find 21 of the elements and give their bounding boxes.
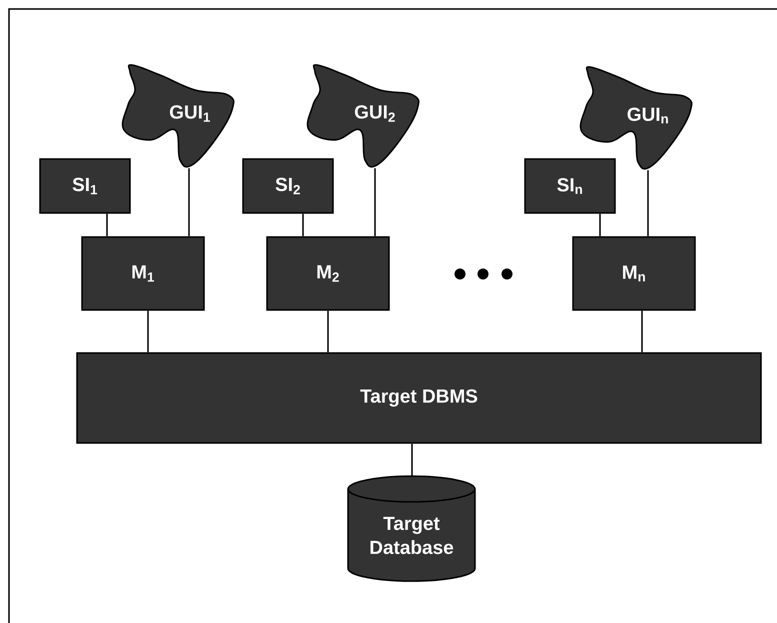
module-box: M$_{1}$ xyxy=(81,236,205,311)
module-box: SI$_{2}$ xyxy=(242,158,334,214)
connector-line xyxy=(647,170,649,236)
module-box: SI$_{n}$ xyxy=(524,158,616,214)
module-box: SI$_{1}$ xyxy=(39,158,131,214)
connector-line xyxy=(106,214,108,236)
connector-line xyxy=(374,168,376,236)
gui-cloud: GUI$_{2}$ xyxy=(306,64,420,168)
connector-line xyxy=(147,310,149,352)
gui-cloud: GUI$_{1}$ xyxy=(122,64,234,168)
connector-line xyxy=(302,214,304,236)
database-cylinder: Target Database xyxy=(347,475,476,582)
connector-line xyxy=(327,310,329,352)
dbms-bar: Target DBMS xyxy=(76,352,762,444)
gui-cloud: GUI$_{n}$ xyxy=(580,66,692,170)
module-box: M$_{2}$ xyxy=(266,236,390,311)
connector-line xyxy=(188,168,190,236)
module-box: M$_{n}$ xyxy=(572,236,696,311)
connector-line xyxy=(411,444,413,476)
connector-line xyxy=(641,310,643,352)
connector-line xyxy=(599,214,601,236)
